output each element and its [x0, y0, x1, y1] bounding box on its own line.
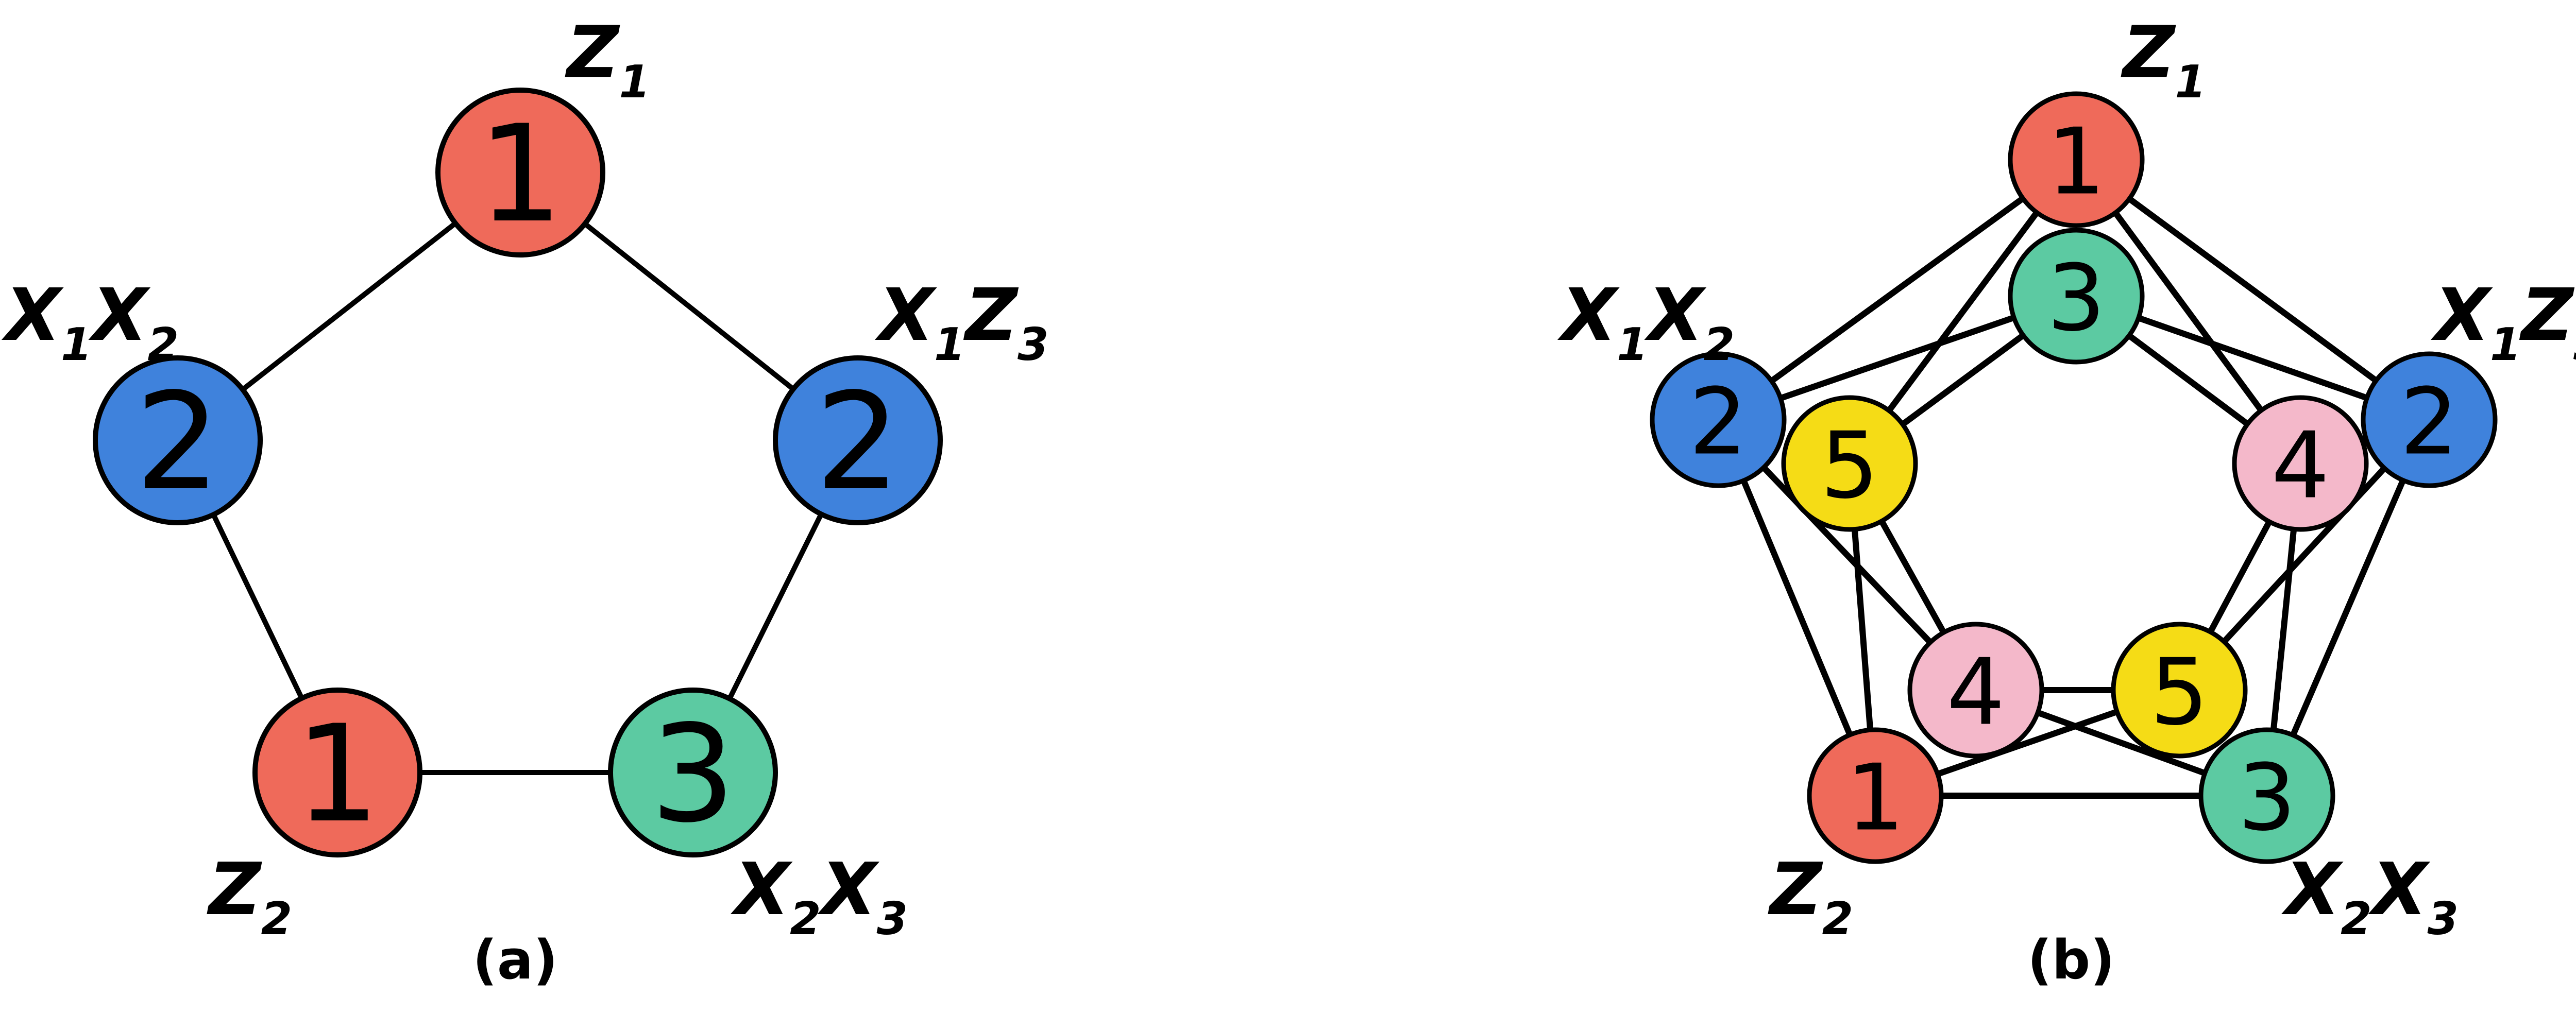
- panel-b-node-label-o1: 1: [2047, 109, 2105, 215]
- panel-a-node-label-a1B: 1: [295, 697, 380, 852]
- panel-b-node-o1B: 1: [1807, 727, 1944, 864]
- panel-b-node-circle-i5L: [1781, 395, 1918, 532]
- panel-b-edge-o1-o2R: [2073, 157, 2432, 423]
- panel-a-nodes: 1 2 2 1 3: [93, 88, 943, 857]
- panel-b-node-label-o2R: 2: [2400, 369, 2458, 475]
- panel-b-node-o2L: 2: [1650, 351, 1787, 488]
- panel-b-node-i3: 3: [2008, 228, 2145, 365]
- panel-b-node-label-i4R: 4: [2271, 413, 2329, 519]
- panel-a-edges: [175, 170, 860, 775]
- panel-b-operator-label-o2R: X1Z3: [2430, 273, 2576, 371]
- panel-a-node-a2L: 2: [93, 355, 263, 525]
- panel-a-operator-label-a1: Z1: [565, 11, 650, 108]
- panel-b-node-o3: 3: [2198, 727, 2335, 864]
- panel-b-caption: (b): [2027, 929, 2115, 991]
- panel-b-node-circle-o3: [2198, 727, 2335, 864]
- panel-a-node-circle-a2L: [93, 355, 263, 525]
- panel-b-operator-label-o2L: X1X2: [1557, 273, 1735, 371]
- panel-a-node-circle-a1B: [252, 688, 422, 857]
- panel-a-node-a1: 1: [435, 88, 605, 258]
- panel-b-node-label-o1B: 1: [1846, 745, 1904, 851]
- panel-a-node-circle-a1: [435, 88, 605, 258]
- panel-a-node-label-a2R: 2: [815, 365, 900, 520]
- panel-b-node-i5L: 5: [1781, 395, 1918, 532]
- panel-a-operator-label-a2L: X1X2: [1, 273, 179, 371]
- panel-b-node-circle-o2L: [1650, 351, 1787, 488]
- panel-b-node-circle-o1B: [1807, 727, 1944, 864]
- panel-b-node-circle-i4B: [1907, 622, 2044, 759]
- panel-b-node-label-i5L: 5: [1820, 413, 1878, 519]
- panel-b-node-label-i4B: 4: [1946, 639, 2005, 746]
- panel-a-node-a1B: 1: [252, 688, 422, 857]
- panel-b-node-i4R: 4: [2232, 395, 2369, 532]
- panel-b-operator-label-o1B: Z2: [1768, 848, 1853, 945]
- panel-b-node-label-i5B: 5: [2150, 639, 2208, 746]
- panel-a-operator-label-a3: X2X3: [730, 848, 908, 945]
- panel-a-node-a2R: 2: [773, 355, 943, 525]
- panel-a-node-a3: 3: [608, 688, 778, 857]
- panel-a-node-label-a2L: 2: [135, 365, 220, 520]
- panel-b-node-circle-i5B: [2111, 622, 2248, 759]
- panel-b-node-circle-i4R: [2232, 395, 2369, 532]
- panel-b-node-i5B: 5: [2111, 622, 2248, 759]
- panel-b-node-o1: 1: [2008, 91, 2145, 228]
- panel-a-caption: (a): [472, 929, 557, 991]
- panel-b-node-i4B: 4: [1907, 622, 2044, 759]
- panel-b-edge-o2R-o3: [2264, 417, 2432, 799]
- panel-b-node-label-o2L: 2: [1689, 369, 1747, 475]
- panel-a-node-circle-a2R: [773, 355, 943, 525]
- panel-b-node-circle-o1: [2008, 91, 2145, 228]
- panel-a-node-label-a3: 3: [650, 697, 735, 852]
- panel-a-operator-label-a1B: Z2: [207, 848, 292, 945]
- panel-b-operator-label-o1: Z1: [2121, 11, 2206, 108]
- panel-b-node-o2R: 2: [2361, 351, 2498, 488]
- panel-b-node-circle-o2R: [2361, 351, 2498, 488]
- panel-b-node-circle-i3: [2008, 228, 2145, 365]
- panel-b-node-label-i3: 3: [2047, 245, 2105, 352]
- panel-b-edge-o1-o2L: [1715, 157, 2079, 423]
- panel-a-operator-label-a2R: X1Z3: [874, 273, 1049, 371]
- panel-a-node-circle-a3: [608, 688, 778, 857]
- panel-b-node-label-o3: 3: [2238, 745, 2296, 851]
- panel-a-node-label-a1: 1: [478, 97, 563, 252]
- panel-b-operator-label-o3: X2X3: [2281, 848, 2459, 945]
